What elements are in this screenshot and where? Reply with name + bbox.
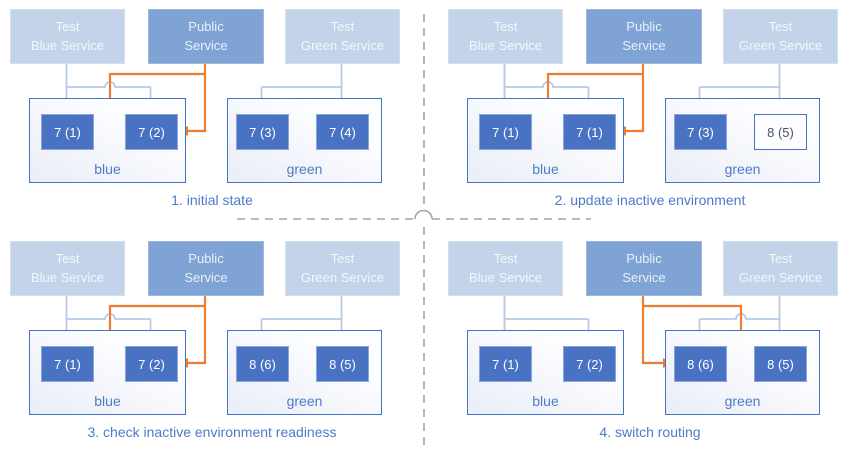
blue-environment-box: 7 (1) 7 (2) blue [29, 330, 186, 415]
public-service-label: Public Service [184, 19, 228, 53]
public-service-box: Public Service [586, 9, 702, 64]
pod-green-2: 8 (5) [316, 346, 369, 382]
pod-blue-1: 7 (1) [41, 346, 94, 382]
pod-green-1: 8 (6) [236, 346, 289, 382]
step-caption: 2. update inactive environment [554, 192, 746, 208]
test-green-service-box: Test Green Service [723, 9, 838, 64]
test-green-service-box: Test Green Service [285, 9, 400, 64]
step-caption: 1. initial state [171, 192, 253, 208]
green-environment-label: green [286, 393, 323, 409]
pod-blue-2: 7 (2) [563, 346, 616, 382]
test-blue-service-box: Test Blue Service [10, 241, 125, 296]
public-service-box: Public Service [586, 241, 702, 296]
pod-blue-2: 7 (1) [563, 114, 616, 150]
public-service-label: Public Service [622, 251, 666, 285]
pod-green-1: 7 (3) [236, 114, 289, 150]
blue-environment-box: 7 (1) 7 (2) blue [467, 330, 624, 415]
pod-blue-1: 7 (1) [479, 346, 532, 382]
public-service-label: Public Service [622, 19, 666, 53]
pod-green-2: 8 (5) [754, 114, 807, 150]
test-green-service-label: Test Green Service [738, 19, 823, 53]
public-service-label: Public Service [184, 251, 228, 285]
pod-blue-2: 7 (2) [125, 346, 178, 382]
green-environment-box: 8 (6) 8 (5) green [665, 330, 820, 415]
step-caption: 4. switch routing [599, 424, 701, 440]
public-service-box: Public Service [148, 9, 264, 64]
quadrant-switch-routing: Test Blue Service Public Service Test Gr… [438, 232, 848, 456]
blue-environment-box: 7 (1) 7 (1) blue [467, 98, 624, 183]
blue-environment-label: blue [94, 393, 121, 409]
test-blue-service-label: Test Blue Service [469, 19, 542, 53]
test-blue-service-box: Test Blue Service [10, 9, 125, 64]
quadrant-check-readiness: Test Blue Service Public Service Test Gr… [0, 232, 424, 456]
test-blue-service-label: Test Blue Service [31, 19, 104, 53]
test-green-service-label: Test Green Service [738, 251, 823, 285]
green-environment-box: 8 (6) 8 (5) green [227, 330, 382, 415]
blue-environment-box: 7 (1) 7 (2) blue [29, 98, 186, 183]
green-environment-label: green [724, 161, 761, 177]
test-green-service-box: Test Green Service [723, 241, 838, 296]
pod-green-1: 7 (3) [674, 114, 727, 150]
pod-green-1: 8 (6) [674, 346, 727, 382]
test-green-service-box: Test Green Service [285, 241, 400, 296]
quadrant-update-inactive: Test Blue Service Public Service Test Gr… [438, 0, 848, 228]
green-environment-label: green [286, 161, 323, 177]
blue-environment-label: blue [532, 393, 559, 409]
pod-green-2: 8 (5) [754, 346, 807, 382]
quadrant-initial-state: Test Blue Service Public Service Test Gr… [0, 0, 424, 228]
step-caption: 3. check inactive environment readiness [87, 424, 337, 440]
test-blue-service-box: Test Blue Service [448, 241, 563, 296]
public-service-box: Public Service [148, 241, 264, 296]
pod-green-2: 7 (4) [316, 114, 369, 150]
blue-environment-label: blue [94, 161, 121, 177]
pod-blue-2: 7 (2) [125, 114, 178, 150]
green-environment-box: 7 (3) 8 (5) green [665, 98, 820, 183]
green-environment-label: green [724, 393, 761, 409]
test-blue-service-label: Test Blue Service [469, 251, 542, 285]
pod-blue-1: 7 (1) [41, 114, 94, 150]
blue-environment-label: blue [532, 161, 559, 177]
test-blue-service-box: Test Blue Service [448, 9, 563, 64]
green-environment-box: 7 (3) 7 (4) green [227, 98, 382, 183]
test-green-service-label: Test Green Service [300, 19, 385, 53]
test-green-service-label: Test Green Service [300, 251, 385, 285]
test-blue-service-label: Test Blue Service [31, 251, 104, 285]
pod-blue-1: 7 (1) [479, 114, 532, 150]
